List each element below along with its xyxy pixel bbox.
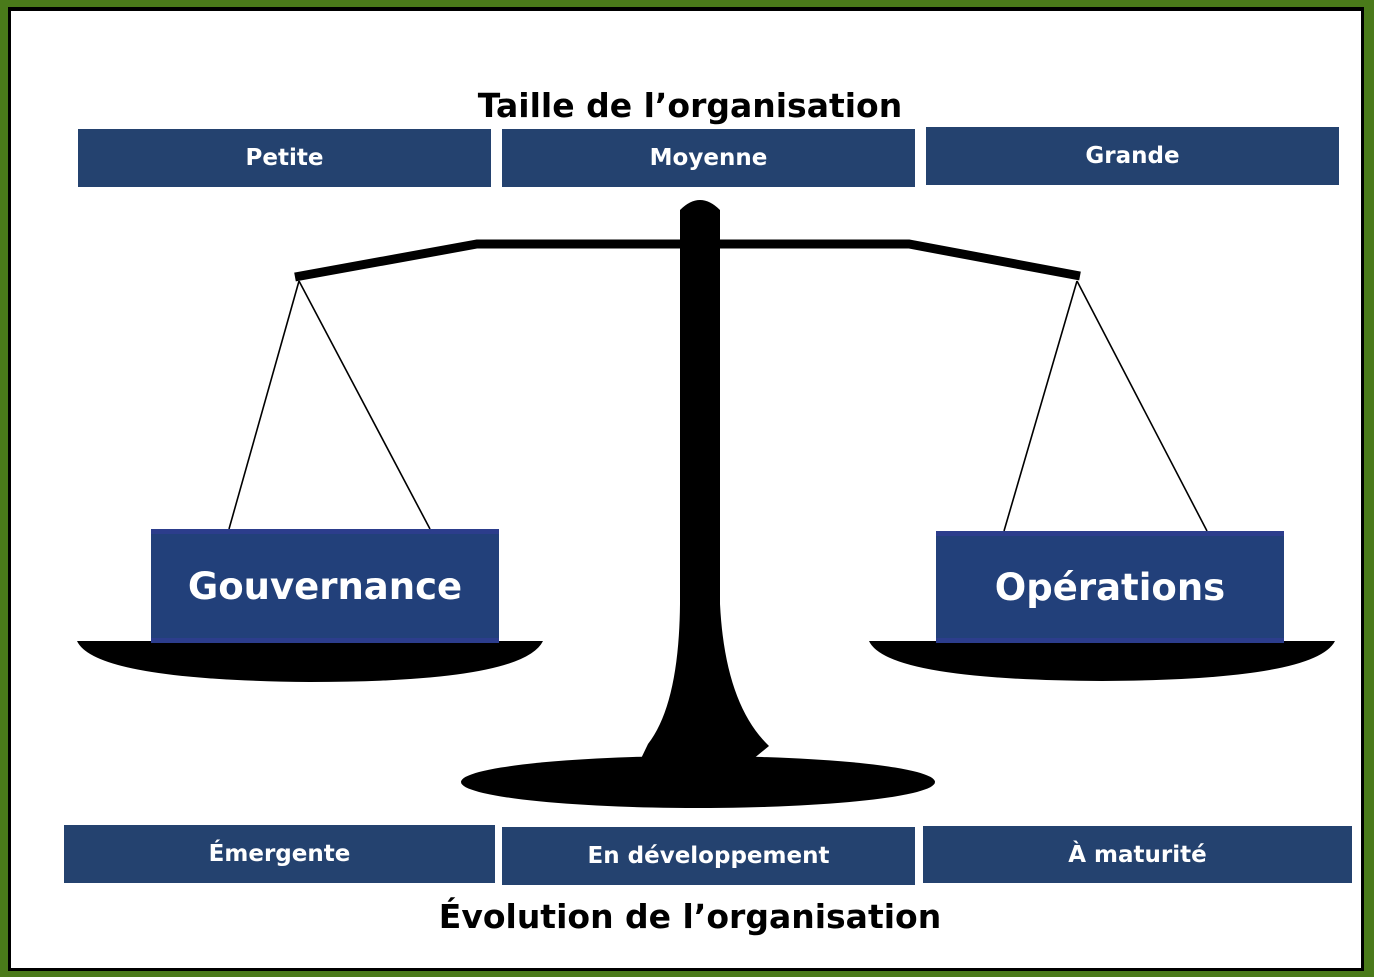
stage-mature-box: À maturité [923, 826, 1352, 883]
bottom-axis-title: Évolution de l’organisation [438, 897, 942, 936]
right-string-a [1003, 280, 1078, 532]
right-string-b [1076, 280, 1208, 532]
left-string-b [298, 280, 431, 530]
balance-scale-icon [77, 200, 1335, 808]
governance-pan-box: Gouvernance [151, 529, 499, 643]
left-string-a [228, 280, 300, 530]
scale-pillar [636, 200, 769, 769]
diagram-canvas: Taille de l’organisation Petite Moyenne … [8, 7, 1364, 971]
stage-emerging-box: Émergente [64, 825, 495, 883]
size-large-box: Grande [926, 127, 1339, 185]
size-medium-box: Moyenne [502, 129, 915, 187]
top-axis-title: Taille de l’organisation [477, 86, 903, 125]
operations-pan-box: Opérations [936, 531, 1284, 643]
right-pan-dish [869, 641, 1335, 681]
scale-base [461, 756, 935, 808]
size-small-box: Petite [78, 129, 491, 187]
left-pan-dish [77, 641, 543, 682]
stage-developing-box: En développement [502, 827, 915, 885]
